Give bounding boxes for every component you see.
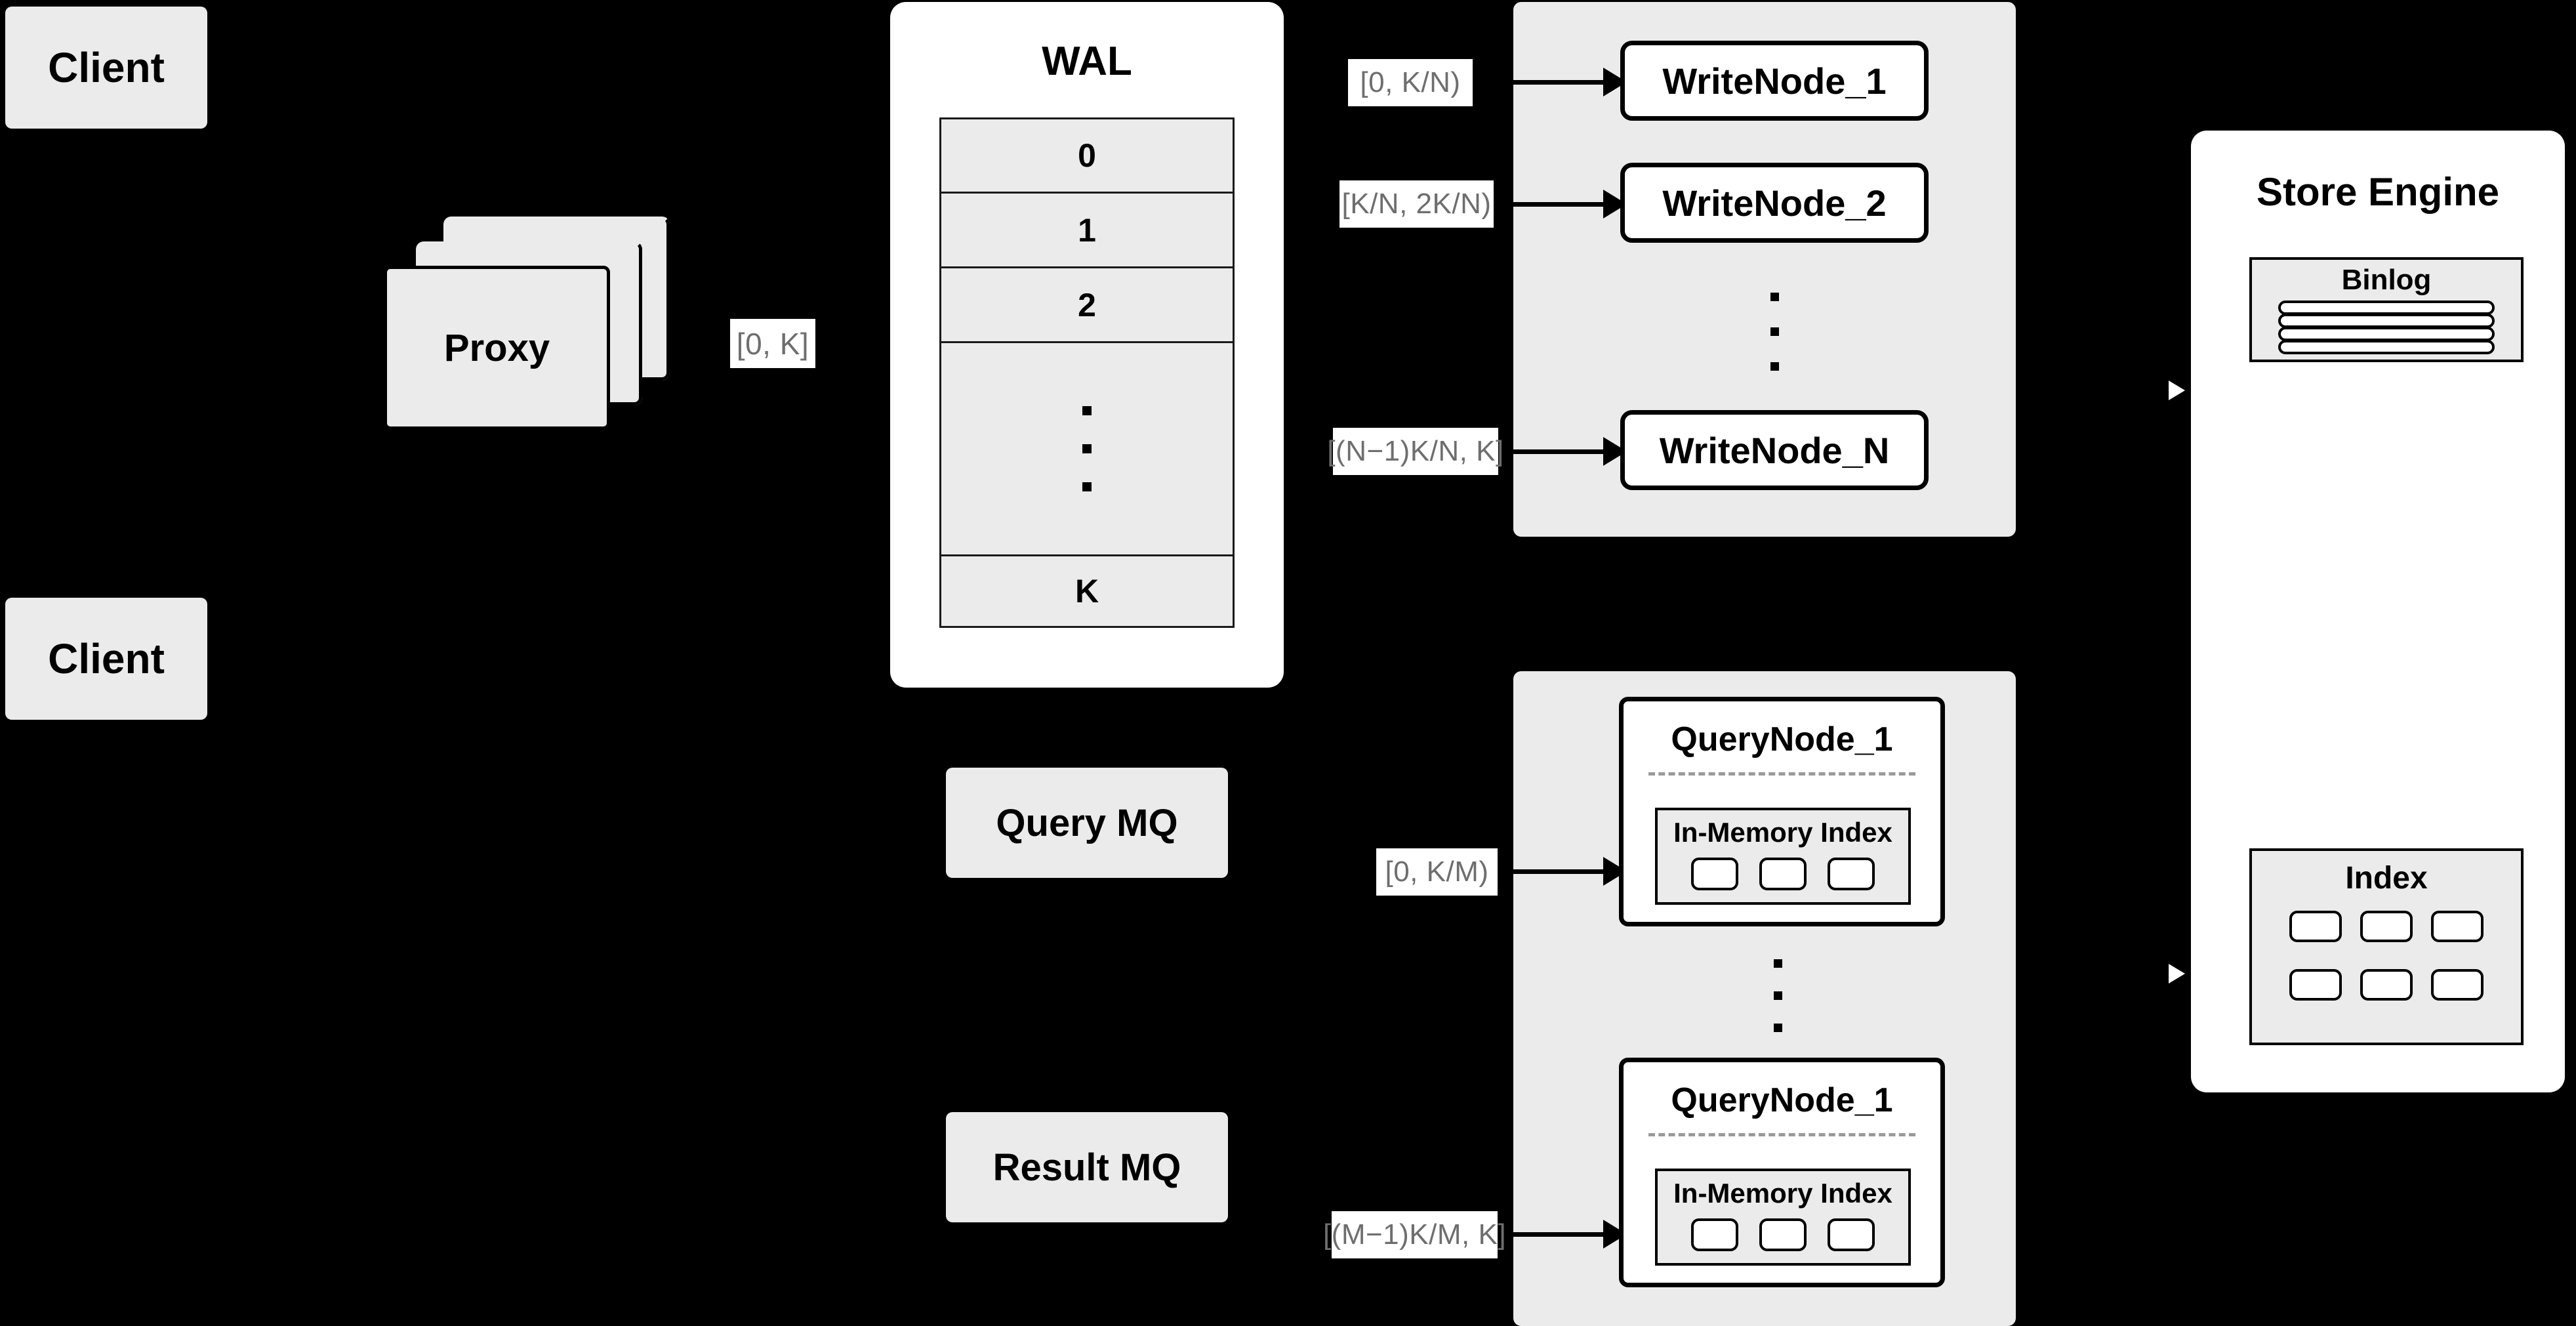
result-mq-box[interactable]: Result MQ xyxy=(946,1112,1228,1222)
writenode-label-1: WriteNode_1 xyxy=(1662,60,1887,102)
result-mq-label: Result MQ xyxy=(992,1146,1181,1189)
arrow-line-binlog xyxy=(2112,388,2171,392)
store-index-box: Index xyxy=(2249,848,2524,1045)
index-segment-chip xyxy=(1759,858,1807,890)
arrow-head-index xyxy=(2167,961,2190,987)
write-cluster-ellipsis xyxy=(1761,276,1788,387)
arrow-line-writenode-2 xyxy=(1513,202,1608,207)
index-segment-chip xyxy=(1828,1218,1875,1251)
proxy-label: Proxy xyxy=(443,326,550,369)
writenode-label-2: WriteNode_2 xyxy=(1662,182,1887,224)
wal-row-1: 1 xyxy=(941,194,1233,268)
arrow-line-writenode-n xyxy=(1513,449,1608,454)
store-index-chip xyxy=(2289,911,2342,942)
binlog-bar xyxy=(2278,300,2495,315)
arrow-line-querynode-1 xyxy=(1513,869,1608,874)
in-memory-index-box-1: In-Memory Index xyxy=(1655,808,1911,905)
writenode-label-n: WriteNode_N xyxy=(1659,429,1890,471)
range-label-proxy-to-wal: [0, K] xyxy=(730,319,815,368)
range-label-querynode-m: [(M−1)K/M, K] xyxy=(1323,1211,1506,1258)
store-index-chip xyxy=(2360,911,2413,942)
range-label-writenode-1: [0, K/N) xyxy=(1348,59,1473,106)
querynode-separator-m xyxy=(1648,1133,1915,1136)
querynode-title-m: QueryNode_1 xyxy=(1671,1081,1893,1119)
in-memory-index-title-m: In-Memory Index xyxy=(1673,1178,1892,1209)
binlog-box: Binlog xyxy=(2249,257,2524,362)
store-index-chip xyxy=(2360,969,2413,1001)
querynode-card-m[interactable]: QueryNode_1 In-Memory Index xyxy=(1619,1058,1945,1287)
store-engine-title: Store Engine xyxy=(2256,170,2500,214)
wal-title: WAL xyxy=(1042,39,1132,84)
in-memory-index-title-1: In-Memory Index xyxy=(1673,817,1892,848)
in-memory-index-box-m: In-Memory Index xyxy=(1655,1169,1911,1266)
index-segment-chip xyxy=(1691,858,1738,890)
wal-table: 0 1 2 K xyxy=(939,117,1235,628)
index-segment-chip xyxy=(1691,1218,1738,1251)
querynode-title-1: QueryNode_1 xyxy=(1671,720,1893,758)
client-label-2: Client xyxy=(48,635,165,682)
writenode-card-1[interactable]: WriteNode_1 xyxy=(1620,41,1929,121)
range-label-writenode-n: [(N−1)K/N, K] xyxy=(1327,428,1503,475)
query-mq-label: Query MQ xyxy=(996,801,1178,844)
arrow-line-writenode-1 xyxy=(1513,80,1608,85)
store-index-title: Index xyxy=(2345,861,2428,896)
client-box-2[interactable]: Client xyxy=(5,598,207,720)
store-index-chip xyxy=(2289,969,2342,1001)
wal-row-ellipsis xyxy=(941,343,1233,556)
binlog-bar xyxy=(2278,327,2495,341)
proxy-box[interactable]: Proxy xyxy=(384,266,610,430)
client-label-1: Client xyxy=(48,44,165,91)
range-label-writenode-2: [K/N, 2K/N) xyxy=(1339,180,1494,228)
writenode-card-2[interactable]: WriteNode_2 xyxy=(1620,163,1929,243)
range-label-querynode-1: [0, K/M) xyxy=(1376,848,1498,896)
querynode-card-1[interactable]: QueryNode_1 In-Memory Index xyxy=(1619,697,1945,926)
arrow-line-index xyxy=(2112,945,2171,949)
binlog-title: Binlog xyxy=(2341,264,2432,296)
query-mq-box[interactable]: Query MQ xyxy=(946,768,1228,878)
index-segment-chip xyxy=(1759,1218,1807,1251)
wal-row-k: K xyxy=(1074,573,1099,610)
client-box-1[interactable]: Client xyxy=(5,7,207,129)
wal-row-2: 2 xyxy=(941,268,1233,343)
binlog-bar xyxy=(2278,340,2495,354)
index-segment-chip xyxy=(1828,858,1875,890)
query-cluster-ellipsis xyxy=(1765,943,1791,1048)
arrow-head-binlog xyxy=(2167,377,2190,404)
binlog-bar xyxy=(2278,314,2495,328)
arrow-line-querynode-m xyxy=(1513,1232,1608,1237)
store-index-chip xyxy=(2431,911,2484,942)
wal-row-0: 0 xyxy=(941,119,1233,194)
range-label-text: [0, K] xyxy=(736,326,809,361)
store-index-chip xyxy=(2431,969,2484,1001)
querynode-separator-1 xyxy=(1648,772,1915,776)
writenode-card-n[interactable]: WriteNode_N xyxy=(1620,410,1929,490)
